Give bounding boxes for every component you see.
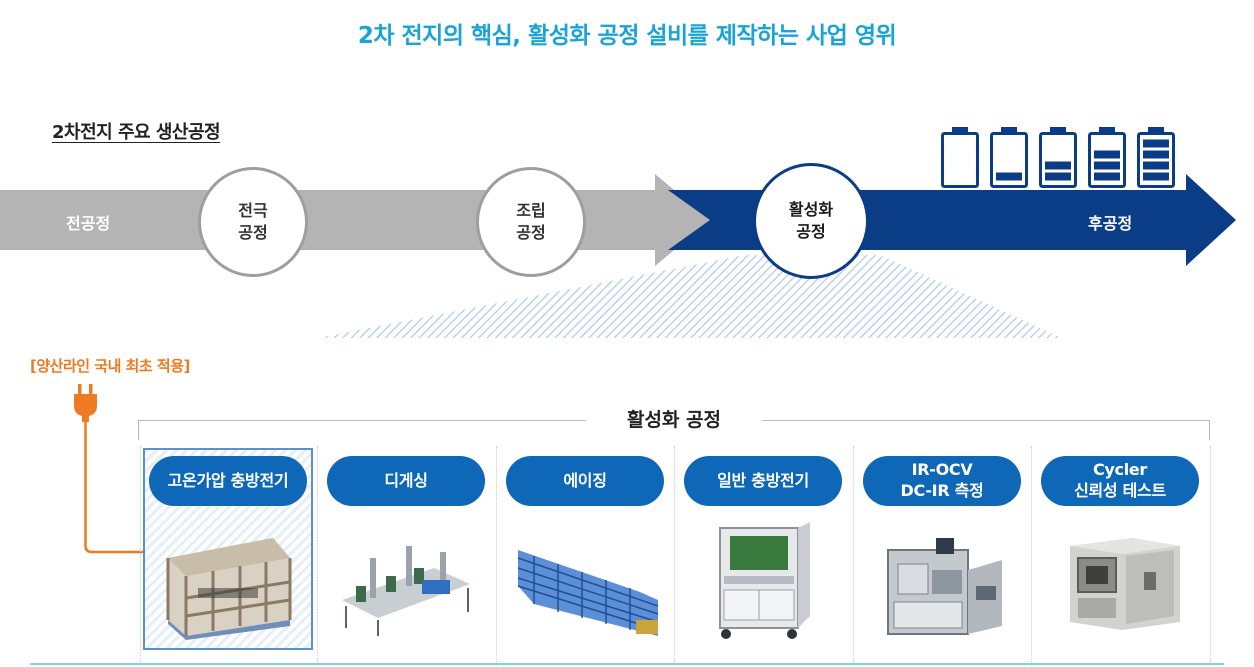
battery-level-segment [996, 172, 1022, 181]
aging-rack-image [517, 550, 659, 636]
step-aging: 에이징 [506, 456, 664, 506]
flow-start-label: 전공정 [66, 214, 111, 233]
plug-connector [74, 384, 144, 554]
bottom-divider [30, 663, 1224, 665]
stage-assembly-line1: 조립 [516, 201, 546, 221]
battery-icons [941, 127, 1175, 188]
stage-assembly-line2: 공정 [516, 223, 546, 242]
stage-activation-line2: 공정 [796, 222, 826, 241]
battery-level-segment [1143, 161, 1169, 170]
battery-cap [1001, 127, 1017, 133]
stage-activation: 활성화 공정 [753, 163, 869, 279]
activation-hatch [318, 255, 1062, 338]
step-label-line2: 신뢰성 테스트 [1074, 481, 1166, 500]
high-temp-pressure-charger-image [166, 538, 292, 640]
step-general-charger: 일반 충방전기 [684, 456, 842, 506]
battery-icon [941, 132, 979, 188]
step-label-line2: DC-IR 측정 [900, 481, 984, 500]
battery-cap [1099, 127, 1115, 133]
cycler-chamber-image [1070, 538, 1180, 630]
step-ir-ocv: IR-OCV DC-IR 측정 [863, 456, 1021, 506]
step-high-temp-pressure-charger: 고온가압 충방전기 [149, 456, 307, 506]
column-separator [674, 446, 675, 666]
battery-level-segment [1094, 161, 1120, 170]
column-separator [853, 446, 854, 666]
process-subtitle: 2차전지 주요 생산공정 [52, 122, 221, 143]
step-label-line1: Cycler [1092, 460, 1148, 480]
battery-level-segment [1143, 139, 1169, 148]
column-separator [317, 446, 318, 666]
step-label: 고온가압 충방전기 [167, 470, 289, 490]
stage-assembly: 조립 공정 [476, 167, 586, 277]
ir-ocv-tester-image [887, 538, 1002, 635]
step-degassing: 디게싱 [327, 456, 485, 506]
stage-activation-line1: 활성화 [788, 200, 834, 220]
process-flow-graphic [0, 127, 1236, 338]
battery-level-segment [1143, 150, 1169, 159]
stage-electrode-line2: 공정 [238, 223, 268, 242]
battery-level-segment [1143, 172, 1169, 181]
step-label: 일반 충방전기 [717, 470, 809, 490]
plug-icon [74, 384, 97, 422]
battery-level-segment [1045, 172, 1071, 181]
battery-cap [1148, 127, 1164, 133]
column-separator [496, 446, 497, 666]
stage-electrode: 전극 공정 [198, 167, 308, 277]
column-separator [1031, 446, 1032, 666]
general-charger-image [719, 522, 810, 639]
battery-level-segment [1094, 150, 1120, 159]
mass-production-note: [양산라인 국내 최초 적용] [30, 357, 190, 375]
battery-level-segment [1094, 172, 1120, 181]
page-title: 2차 전지의 핵심, 활성화 공정 설비를 제작하는 사업 영위 [357, 23, 897, 49]
battery-cap [1050, 127, 1066, 133]
degassing-machine-image [342, 546, 470, 636]
column-separator [140, 446, 141, 666]
activation-section-label: 활성화 공정 [586, 405, 762, 432]
step-label-line1: IR-OCV [911, 460, 973, 480]
battery-level-segment [1045, 161, 1071, 170]
column-separator [1210, 446, 1211, 666]
step-cycler: Cycler 신뢰성 테스트 [1041, 456, 1199, 506]
stage-electrode-line1: 전극 [238, 201, 268, 221]
battery-cap [952, 127, 968, 133]
step-label: 에이징 [563, 470, 607, 490]
step-label: 디게싱 [384, 470, 428, 490]
flow-end-label: 후공정 [1088, 214, 1133, 233]
